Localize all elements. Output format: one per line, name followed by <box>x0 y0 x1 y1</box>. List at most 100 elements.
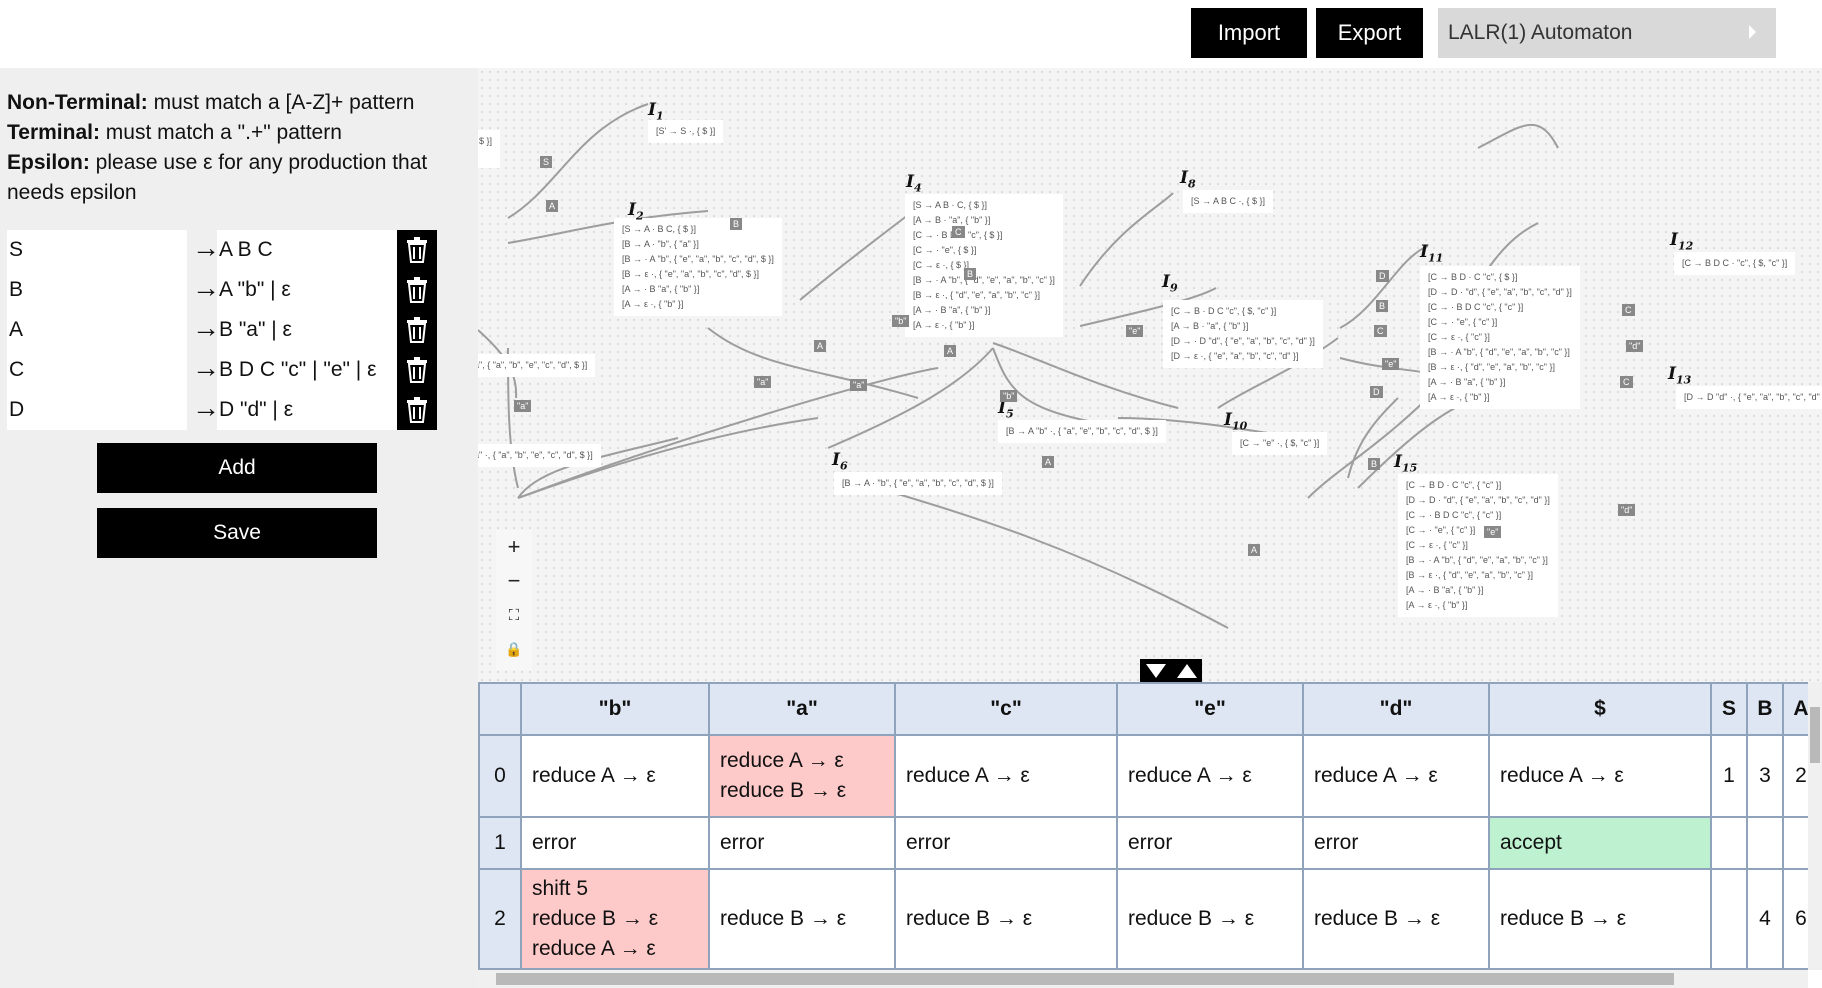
production-lhs-input[interactable]: D <box>7 390 187 430</box>
automaton-state-node[interactable]: [B → A · "b", { "e", "a", "b", "c", "d",… <box>834 472 1002 495</box>
table-cell: reduce B → ε <box>1302 868 1490 970</box>
automaton-state-node[interactable]: [C → B D C · "c", { $, "c" }] <box>1674 252 1796 275</box>
automaton-edges <box>478 103 1559 629</box>
automaton-state-node[interactable]: [S' → S ·, { $ }] <box>648 120 724 143</box>
lr-item: [B → ε ·, { "d", "e", "a", "b", "c" }] <box>913 290 1041 300</box>
production-row: C→B D C "c" | "e" | ε <box>7 350 437 390</box>
lock-icon[interactable]: 🔒 <box>505 640 523 657</box>
edge-a-3 <box>517 367 939 499</box>
table-cell-action: reduce A → ε <box>532 937 656 960</box>
table-column-header: $ <box>1488 682 1712 736</box>
delete-production-button[interactable] <box>397 390 437 430</box>
table-vertical-scrollbar[interactable] <box>1808 682 1822 970</box>
automaton-state-node[interactable]: [C → "e" ·, { $, "c" }] <box>1232 432 1328 455</box>
table-cell-action: reduce A → ε <box>720 749 844 772</box>
table-cell: 4 <box>1746 868 1784 970</box>
trash-icon <box>407 277 427 303</box>
production-rhs-input[interactable]: D "d" | ε <box>217 390 397 430</box>
arrow-right-icon: → <box>192 352 220 383</box>
state-title-letter: I <box>998 398 1006 418</box>
automaton-state-node[interactable]: [S → A B C ·, { $ }] <box>1183 190 1274 213</box>
minus-icon[interactable]: − <box>507 568 521 593</box>
lr-item: [B → ε ·, { "d", "e", "a", "b", "c" }] <box>1428 362 1556 372</box>
production-row: D→D "d" | ε <box>7 390 437 430</box>
automaton-state-node[interactable]: [S → A · B C, { $ }][B → A · "b", { "a" … <box>614 218 782 316</box>
production-lhs-input[interactable]: C <box>7 350 187 390</box>
state-title-number: 13 <box>1675 373 1692 387</box>
trash-icon <box>407 237 427 263</box>
expand-up-icon[interactable] <box>1176 664 1197 678</box>
collapse-down-icon[interactable] <box>1145 664 1166 678</box>
import-button[interactable]: Import <box>1191 8 1307 58</box>
mode-select[interactable]: LALR(1) Automaton <box>1438 8 1776 58</box>
production-rhs-input[interactable]: A "b" | ε <box>217 270 397 310</box>
table-cell <box>1746 816 1784 870</box>
table-horizontal-scrollbar[interactable] <box>478 970 1808 988</box>
production-rhs-input[interactable]: A B C <box>217 230 397 270</box>
lr-item: [C → · B D C "c", { $ }] <box>913 230 1003 240</box>
automaton-state-node[interactable]: a" ·, { "a", "b", "e", "c", "d", $ }] <box>478 444 601 467</box>
table-cell: reduce A → ε <box>520 734 710 818</box>
table-cell-action: reduce B → ε <box>720 779 847 802</box>
grammar-rules: Non-Terminal: must match a [A-Z]+ patter… <box>7 88 467 208</box>
fit-view-icon[interactable]: ⛶ <box>508 606 520 624</box>
automaton-canvas[interactable]: [S' → S ·, { $ }]I1[S → A · B C, { $ }][… <box>478 68 1822 682</box>
edge-label: "a" <box>514 400 532 412</box>
edge-4-5 <box>992 347 1099 424</box>
production-lhs-input[interactable]: A <box>7 310 187 350</box>
automaton-state-node[interactable]: a", { "a", "b", "e", "c", "d", $ }] <box>478 354 596 377</box>
edge-label: "e" <box>1126 325 1144 337</box>
lr-item: [C → ε ·, { "c" }] <box>1406 540 1468 550</box>
lr-item: [D → · D "d", { "e", "a", "b", "c", "d" … <box>1171 336 1315 346</box>
automaton-state-node[interactable]: [C → B D · C "c", { $ }][D → D · "d", { … <box>1420 266 1580 409</box>
state-title-letter: I <box>1162 272 1170 292</box>
edge-label: C <box>1620 376 1633 388</box>
delete-production-button[interactable] <box>397 310 437 350</box>
delete-production-button[interactable] <box>397 270 437 310</box>
horizontal-scroll-thumb[interactable] <box>496 973 1674 985</box>
export-button[interactable]: Export <box>1316 8 1423 58</box>
edge-label: B <box>1368 458 1381 470</box>
production-rhs-input[interactable]: B D C "c" | "e" | ε <box>217 350 397 390</box>
state-title-letter: I <box>1420 242 1428 262</box>
lr-item: a", { "a", "b", "e", "c", "d", $ }] <box>478 360 588 370</box>
state-title: I5 <box>998 398 1014 420</box>
production-row: A→B "a" | ε <box>7 310 437 350</box>
delete-production-button[interactable] <box>397 350 437 390</box>
state-title-letter: I <box>648 100 656 120</box>
state-title-letter: I <box>1394 452 1402 472</box>
table-cell: reduce A → ε <box>1116 734 1304 818</box>
state-title: I9 <box>1162 272 1178 294</box>
lr-item: [C → B D · C "c", { "c" }] <box>1406 480 1502 490</box>
table-cell-action: reduce A → ε <box>906 764 1030 787</box>
automaton-state-node[interactable]: [D → D "d" ·, { "e", "a", "b", "c", "d" … <box>1676 386 1822 409</box>
automaton-state-node[interactable]: [S → A B · C, { $ }][A → B · "a", { "b" … <box>905 194 1063 337</box>
epsilon-rule-label: Epsilon: <box>7 151 90 174</box>
table-cell-action: 3 <box>1759 764 1771 787</box>
save-grammar-button[interactable]: Save <box>97 508 377 558</box>
lr-item: [A → · B "a", { "b" }] <box>1428 377 1506 387</box>
state-title-number: 15 <box>1401 461 1418 475</box>
table-cell: 1 <box>1710 734 1748 818</box>
lr-item: [S → A B C ·, { $ }] <box>1191 196 1266 206</box>
production-rhs-input[interactable]: B "a" | ε <box>217 310 397 350</box>
automaton-state-node[interactable]: , $ }]] <box>478 130 501 168</box>
automaton-state-node[interactable]: [B → A "b" ·, { "a", "e", "b", "c", "d",… <box>998 420 1166 443</box>
delete-production-button[interactable] <box>397 230 437 270</box>
vertical-scroll-thumb[interactable] <box>1810 707 1820 763</box>
automaton-state-node[interactable]: [C → B D · C "c", { "c" }][D → D · "d", … <box>1398 474 1558 617</box>
automaton-state-node[interactable]: [C → B · D C "c", { $, "c" }][A → B · "a… <box>1163 300 1323 368</box>
table-cell-action: error <box>720 831 765 854</box>
table-cell: error <box>1116 816 1304 870</box>
table-cell: error <box>1302 816 1490 870</box>
edge-4-8 <box>1079 192 1174 287</box>
edge-label: "d" <box>1618 504 1636 516</box>
production-lhs-input[interactable]: S <box>7 230 187 270</box>
plus-icon[interactable]: + <box>507 534 521 559</box>
table-column-header: B <box>1746 682 1784 736</box>
add-production-button[interactable]: Add <box>97 443 377 493</box>
state-title-letter: I <box>1180 168 1188 188</box>
production-lhs-input[interactable]: B <box>7 270 187 310</box>
panel-toggle[interactable] <box>1140 659 1202 683</box>
